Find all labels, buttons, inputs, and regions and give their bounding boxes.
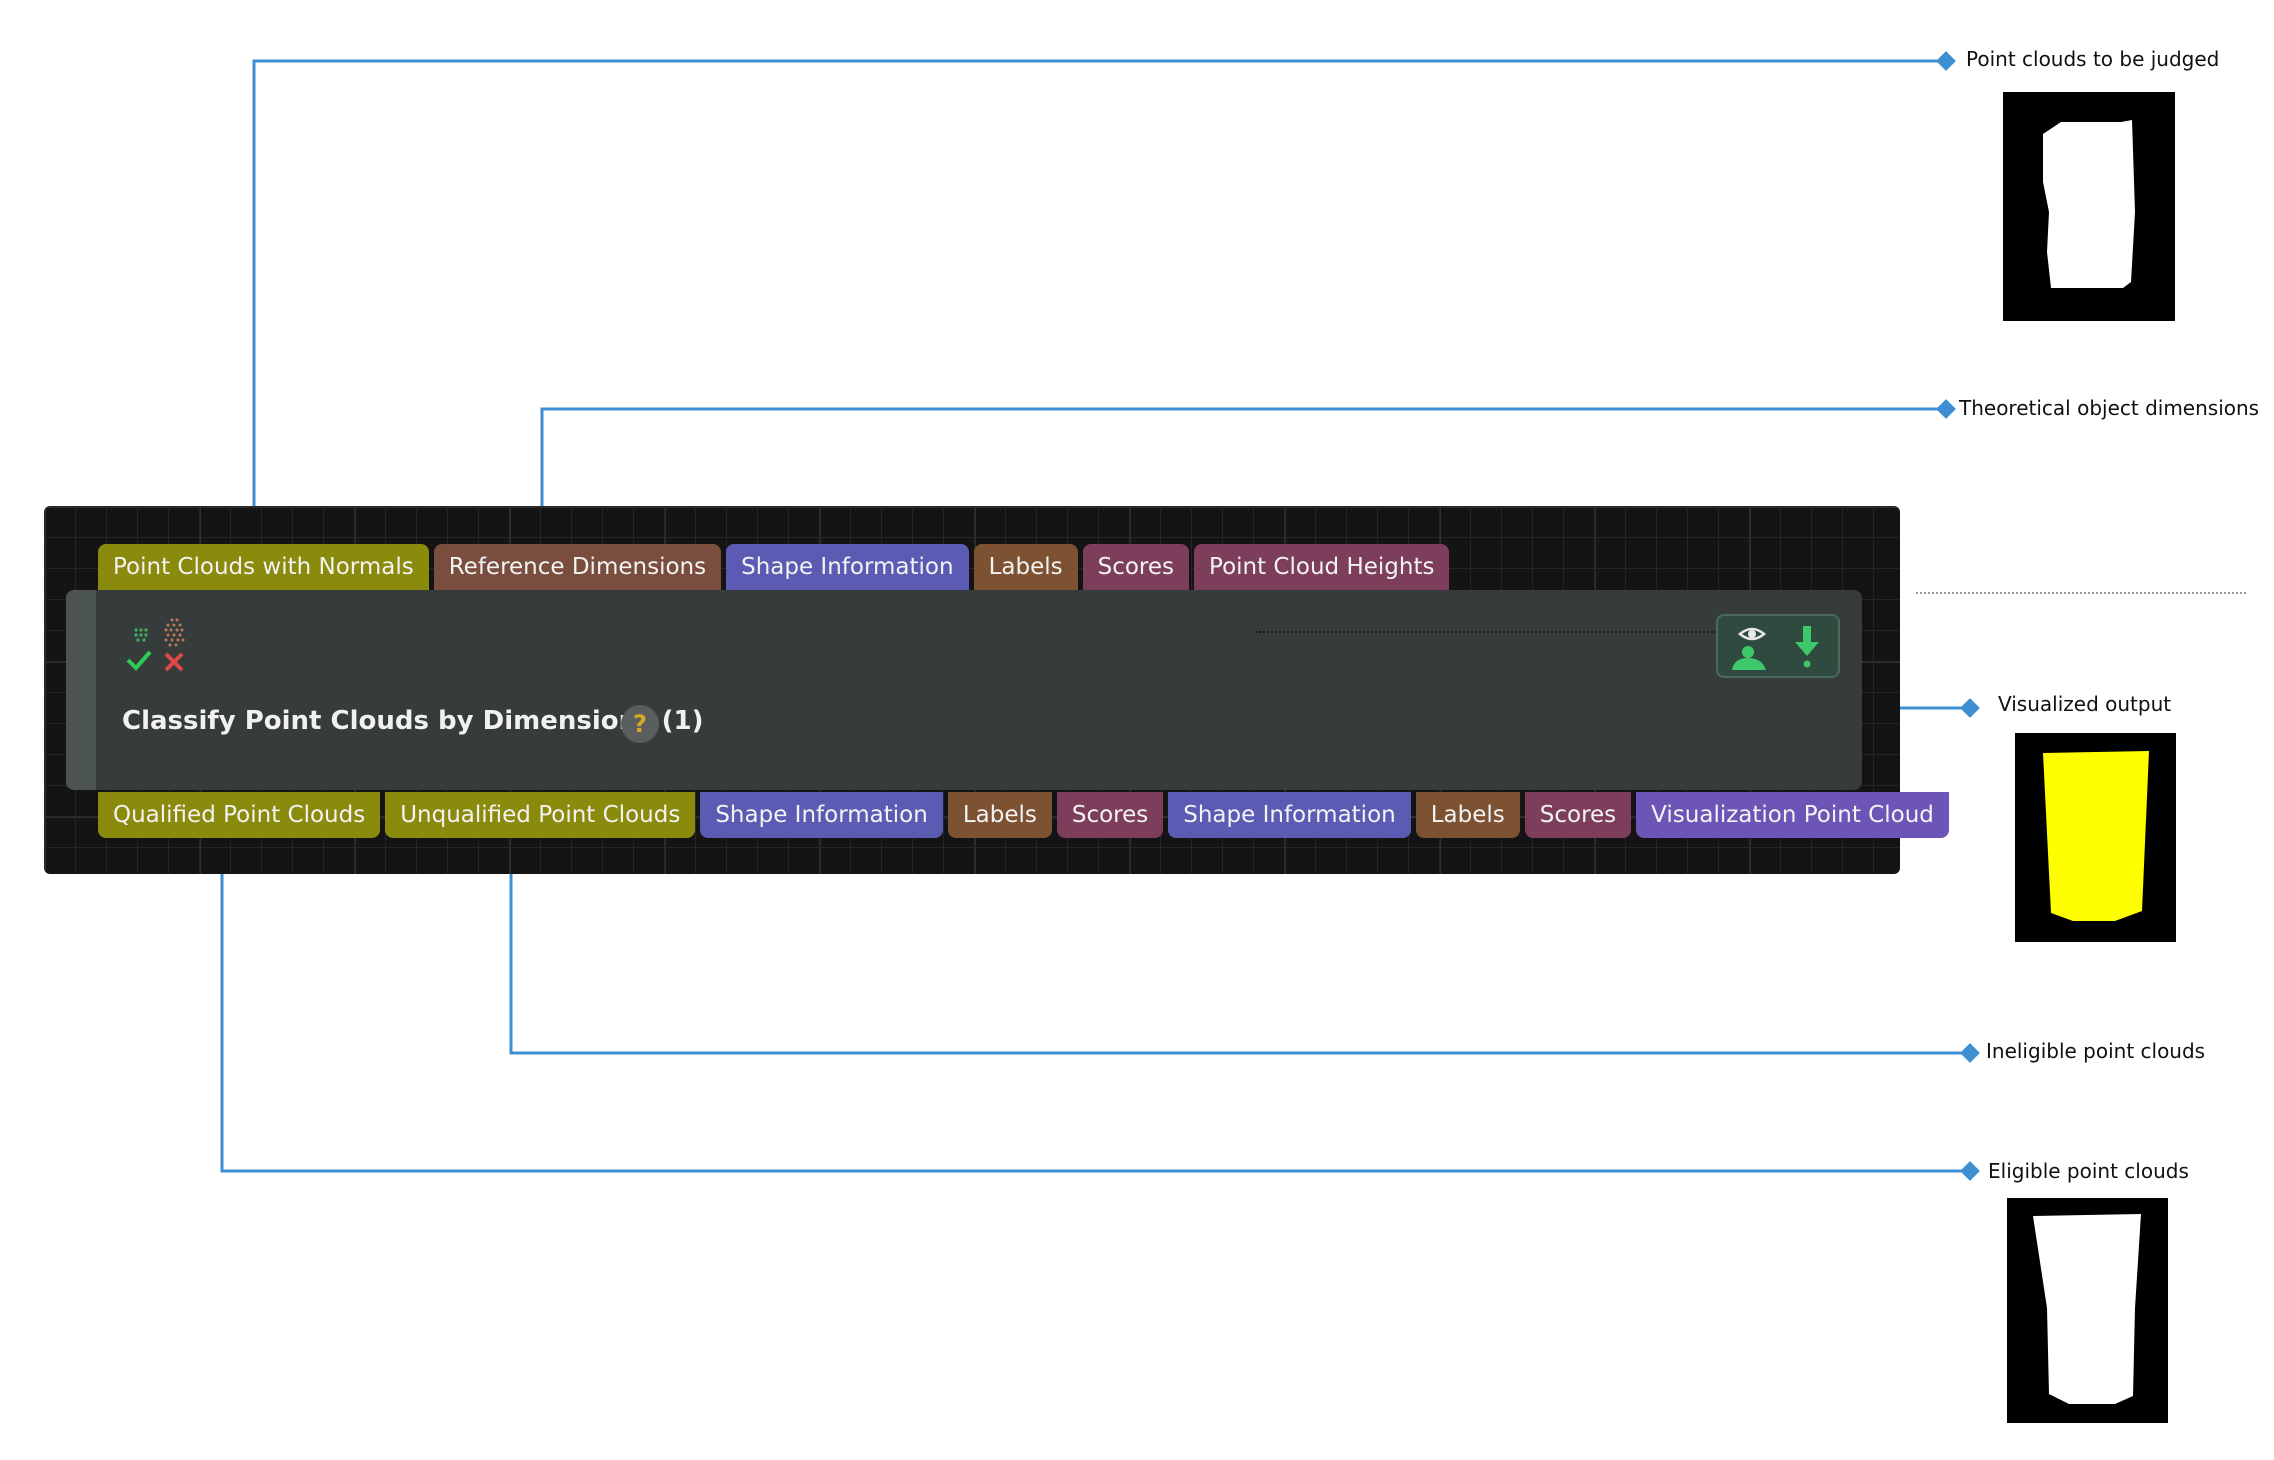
eligible-point-cloud-image [2007, 1198, 2168, 1423]
annotation-point-clouds-to-be-judged: Point clouds to be judged [1966, 47, 2220, 71]
output-port-visualization-point-cloud[interactable]: Visualization Point Cloud [1636, 792, 1949, 838]
annotation-eligible-point-clouds: Eligible point clouds [1988, 1159, 2189, 1183]
annotation-ineligible-point-clouds: Ineligible point clouds [1986, 1039, 2206, 1063]
output-port-scores-2[interactable]: Scores [1524, 792, 1632, 838]
connector-endpoint [1960, 1043, 1980, 1063]
connector-endpoint [1960, 1161, 1980, 1181]
help-icon[interactable]: ? [621, 705, 659, 743]
step-node[interactable]: Classify Point Clouds by Dimensions (1) … [66, 590, 1862, 790]
connector-qualified [220, 850, 1970, 1173]
input-port-point-cloud-heights[interactable]: Point Cloud Heights [1194, 544, 1450, 590]
connector-endpoint [1936, 51, 1956, 71]
input-port-labels[interactable]: Labels [973, 544, 1078, 590]
visualized-output-image [2015, 733, 2176, 942]
point-cloud-classify-icon [126, 618, 185, 672]
connector-point-clouds-to-judge [252, 59, 1946, 534]
download-arrow-icon[interactable] [1792, 624, 1822, 670]
connector-unqualified [509, 850, 1970, 1055]
output-port-qualified-point-clouds[interactable]: Qualified Point Clouds [98, 792, 381, 838]
output-port-shape-information-2[interactable]: Shape Information [1168, 792, 1411, 838]
node-divider [1256, 631, 1756, 633]
eye-visualize-icon[interactable] [1728, 624, 1776, 670]
node-side-strip [66, 590, 96, 790]
connector-endpoint [1960, 698, 1980, 718]
input-port-reference-dimensions[interactable]: Reference Dimensions [433, 544, 722, 590]
output-port-labels-2[interactable]: Labels [1415, 792, 1520, 838]
annotation-visualized-output: Visualized output [1998, 692, 2172, 716]
output-port-labels[interactable]: Labels [947, 792, 1052, 838]
connector-endpoint [1936, 399, 1956, 419]
dotted-separator [1916, 592, 2246, 594]
output-port-shape-information[interactable]: Shape Information [700, 792, 943, 838]
input-ports: Point Clouds with Normals Reference Dime… [98, 544, 1450, 590]
input-point-cloud-image [2003, 92, 2175, 321]
output-port-unqualified-point-clouds[interactable]: Unqualified Point Clouds [385, 792, 696, 838]
input-port-scores[interactable]: Scores [1082, 544, 1190, 590]
input-port-point-clouds-with-normals[interactable]: Point Clouds with Normals [98, 544, 429, 590]
node-title: Classify Point Clouds by Dimensions (1) [122, 706, 704, 736]
node-action-panel [1716, 614, 1840, 678]
input-port-shape-information[interactable]: Shape Information [726, 544, 969, 590]
annotation-theoretical-dimensions: Theoretical object dimensions [1959, 396, 2260, 420]
output-ports: Qualified Point Clouds Unqualified Point… [98, 792, 1949, 838]
output-port-scores[interactable]: Scores [1056, 792, 1164, 838]
